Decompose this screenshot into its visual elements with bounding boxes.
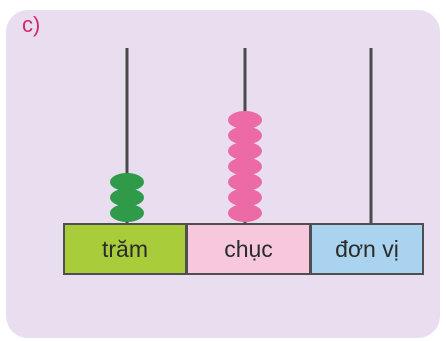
abacus-bead-tens (228, 142, 262, 160)
abacus-bead-tens (228, 204, 262, 222)
place-label-units: đơn vị (335, 235, 399, 262)
place-box-tens: chục (186, 223, 311, 275)
abacus-bead-tens (228, 157, 262, 176)
abacus-bead-tens (228, 126, 262, 145)
abacus-beads (110, 111, 262, 222)
abacus-bead-hundreds (110, 173, 144, 191)
place-label-hundreds: trăm (102, 235, 148, 262)
place-box-hundreds: trăm (63, 223, 187, 275)
abacus-bead-tens (228, 188, 262, 207)
exercise-panel (6, 10, 440, 338)
abacus-bead-tens (228, 173, 262, 191)
abacus-bead-tens (228, 111, 262, 129)
abacus-bead-hundreds (110, 204, 144, 222)
exercise-label: c) (22, 12, 41, 37)
place-label-tens: chục (224, 235, 273, 262)
place-box-units: đơn vị (310, 223, 424, 275)
abacus-bead-hundreds (110, 188, 144, 207)
